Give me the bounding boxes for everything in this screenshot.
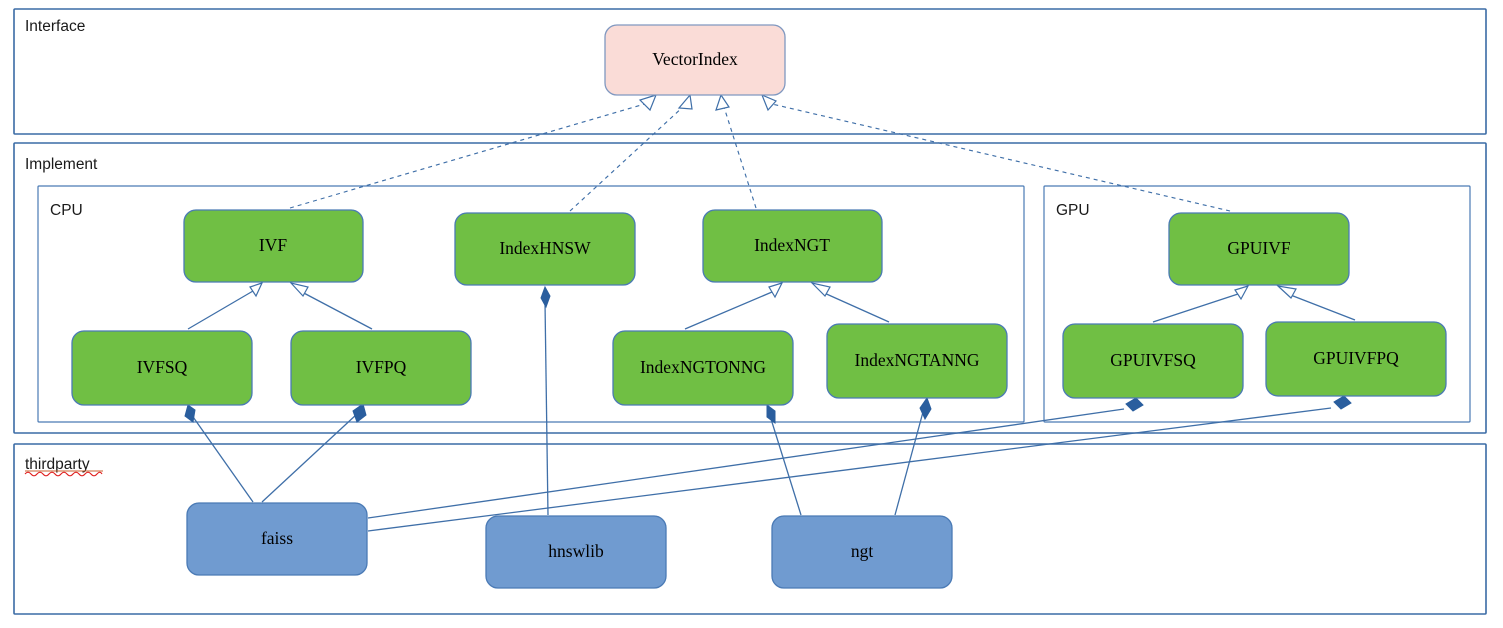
arrowhead-indexngt-vectorindex xyxy=(715,93,730,111)
edge-gpuivf-vectorindex xyxy=(771,103,1231,212)
node-ngt[interactable]: ngt xyxy=(771,515,953,589)
edge-ngt-indexngtanng xyxy=(894,411,924,516)
arrowhead-gpuivfsq-gpuivf xyxy=(1234,284,1250,301)
arrowhead-ngtanng-indexngt xyxy=(810,281,831,297)
edges-inheritance xyxy=(187,281,1356,330)
node-label-ivfsq: IVFSQ xyxy=(137,357,188,377)
node-ivf[interactable]: IVF xyxy=(183,209,364,283)
group-label-cpu: CPU xyxy=(50,202,83,219)
group-frame-thirdparty xyxy=(13,443,1487,615)
node-box-hnswlib[interactable] xyxy=(485,515,667,589)
edge-faiss-ivfsq xyxy=(190,413,254,503)
node-label-indexngtonng: IndexNGTONNG xyxy=(640,357,766,377)
edge-faiss-ivfpq xyxy=(261,413,358,503)
edge-faiss-gpuivfsq xyxy=(367,408,1125,519)
arrowhead-ngtonng-indexngt xyxy=(768,282,784,299)
edge-gpuivfsq-gpuivf xyxy=(1152,293,1239,323)
node-box-faiss[interactable] xyxy=(186,502,368,576)
node-label-gpuivfsq: GPUIVFSQ xyxy=(1110,350,1196,370)
edge-ngtonng-indexngt xyxy=(684,291,773,330)
edge-ngt-indexngtonng xyxy=(770,418,802,516)
group-label-thirdparty: thirdparty xyxy=(25,456,90,473)
node-ivfpq[interactable]: IVFPQ xyxy=(290,330,472,406)
group-label-gpu: GPU xyxy=(1056,202,1090,219)
arrowhead-indexhnsw-vectorindex xyxy=(677,93,693,110)
edges-realization xyxy=(289,93,1231,212)
edge-faiss-gpuivfpq xyxy=(367,407,1332,532)
node-box-ivfsq[interactable] xyxy=(71,330,253,406)
arrowhead-ivfpq-ivf xyxy=(289,281,309,298)
arrowhead-gpuivfpq-gpuivf xyxy=(1276,285,1297,299)
node-gpuivfsq[interactable]: GPUIVFSQ xyxy=(1062,323,1244,399)
node-indexngtanng[interactable]: IndexNGTANNG xyxy=(826,323,1008,399)
node-box-vectorindex[interactable] xyxy=(604,24,786,96)
node-label-hnswlib: hnswlib xyxy=(548,541,604,561)
group-label-implement: Implement xyxy=(25,156,98,173)
node-faiss[interactable]: faiss xyxy=(186,502,368,576)
diamond-hnswlib-indexhnsw xyxy=(540,285,551,309)
node-label-ngt: ngt xyxy=(851,541,874,561)
node-label-indexngt: IndexNGT xyxy=(754,235,830,255)
node-box-indexngtanng[interactable] xyxy=(826,323,1008,399)
arrowhead-gpuivf-vectorindex xyxy=(760,93,778,112)
diamond-ngt-indexngtanng xyxy=(919,396,932,421)
node-indexhnsw[interactable]: IndexHNSW xyxy=(454,212,636,286)
edge-ivfpq-ivf xyxy=(299,290,373,330)
node-label-gpuivfpq: GPUIVFPQ xyxy=(1313,348,1399,368)
node-box-indexhnsw[interactable] xyxy=(454,212,636,286)
diamond-faiss-ivfsq xyxy=(184,404,196,423)
node-label-ivf: IVF xyxy=(259,235,287,255)
node-label-ivfpq: IVFPQ xyxy=(356,357,407,377)
edge-hnswlib-indexhnsw xyxy=(544,301,549,516)
edge-ngtanng-indexngt xyxy=(821,291,890,323)
edge-indexngt-vectorindex xyxy=(723,106,757,209)
node-label-gpuivf: GPUIVF xyxy=(1227,238,1290,258)
node-box-indexngtonng[interactable] xyxy=(612,330,794,406)
group-label-interface: Interface xyxy=(25,18,85,35)
edge-gpuivfpq-gpuivf xyxy=(1287,293,1356,321)
node-box-ivfpq[interactable] xyxy=(290,330,472,406)
diamond-ngt-indexngtonng xyxy=(766,404,776,424)
node-indexngt[interactable]: IndexNGT xyxy=(702,209,883,283)
node-box-gpuivfpq[interactable] xyxy=(1265,321,1447,397)
diamond-faiss-gpuivfsq xyxy=(1125,397,1144,412)
diamond-faiss-gpuivfpq xyxy=(1333,395,1352,410)
node-label-faiss: faiss xyxy=(261,528,293,548)
edge-ivf-vectorindex xyxy=(289,102,649,209)
edge-indexhnsw-vectorindex xyxy=(569,105,685,212)
node-box-gpuivf[interactable] xyxy=(1168,212,1350,286)
node-label-vectorindex: VectorIndex xyxy=(652,49,738,69)
node-box-ngt[interactable] xyxy=(771,515,953,589)
arrowhead-ivf-vectorindex xyxy=(638,94,658,112)
edge-ivfsq-ivf xyxy=(187,290,254,330)
node-box-indexngt[interactable] xyxy=(702,209,883,283)
node-indexngtonng[interactable]: IndexNGTONNG xyxy=(612,330,794,406)
diamond-faiss-ivfpq xyxy=(352,403,367,423)
node-vectorindex[interactable]: VectorIndex xyxy=(604,24,786,96)
edges-composition xyxy=(184,285,1352,532)
node-label-indexhnsw: IndexHNSW xyxy=(499,238,591,258)
arrowhead-ivfsq-ivf xyxy=(249,281,264,298)
node-label-indexngtanng: IndexNGTANNG xyxy=(855,350,980,370)
node-box-ivf[interactable] xyxy=(183,209,364,283)
spellcheck-squiggle-icon xyxy=(24,471,103,477)
node-gpuivf[interactable]: GPUIVF xyxy=(1168,212,1350,286)
node-gpuivfpq[interactable]: GPUIVFPQ xyxy=(1265,321,1447,397)
node-hnswlib[interactable]: hnswlib xyxy=(485,515,667,589)
node-box-gpuivfsq[interactable] xyxy=(1062,323,1244,399)
node-ivfsq[interactable]: IVFSQ xyxy=(71,330,253,406)
group-thirdparty[interactable]: thirdparty xyxy=(13,443,1487,615)
